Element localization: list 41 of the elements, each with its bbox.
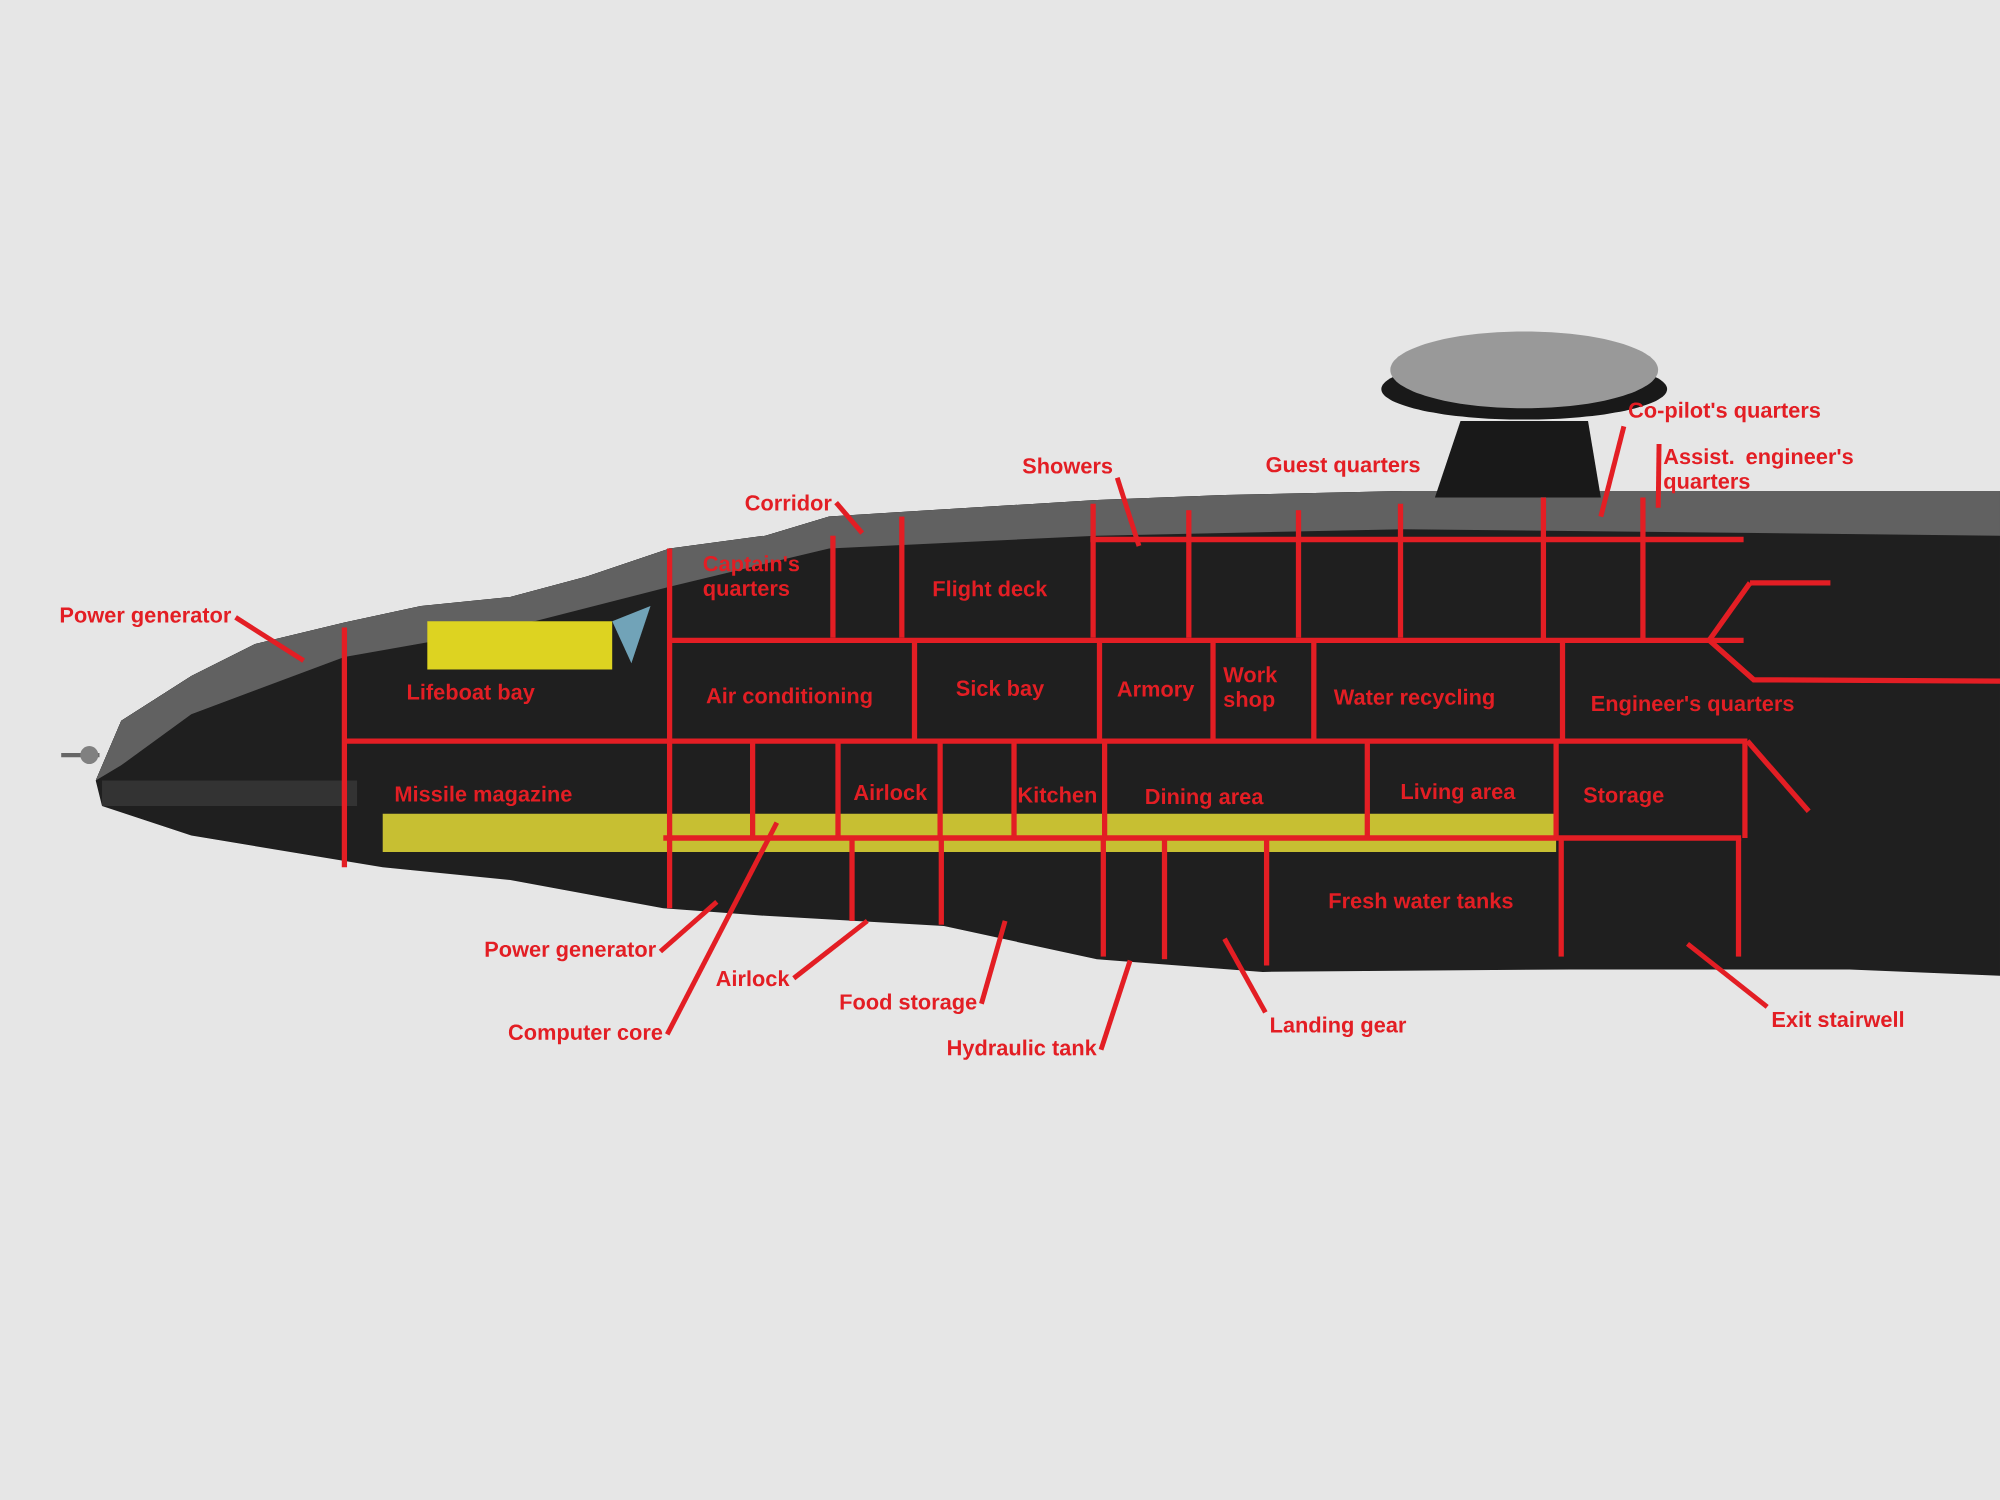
compartment-label: Missile magazine [395,785,572,807]
leader-line [979,920,1008,1005]
compartment-label: Lifeboat bay [407,683,535,705]
compartment-label: Water recycling [1333,688,1494,710]
compartment-label: Work shop [1223,666,1278,712]
callout-label: Co-pilot's quarters [1629,401,1820,423]
compartment-label: Armory [1117,681,1195,702]
compartment-label: Dining area [1146,788,1264,809]
compartment-label: Sick bay [956,679,1045,701]
leader-line [1685,941,1769,1009]
leader-line [1598,425,1627,518]
callout-label: Showers [1022,457,1113,474]
compartment-label: Kitchen [1018,786,1096,803]
callout-label: Assist. engineer's quarters [1663,448,1853,494]
callout-label: Power generator [60,607,232,628]
compartment-label: Air conditioning [706,687,872,708]
callout-label: Airlock [716,970,790,987]
leader-line [1222,937,1268,1014]
compartment-label: Storage [1583,787,1664,808]
leader-line [234,615,305,663]
callout-label: Hydraulic tank [948,1039,1097,1060]
callout-label: Corridor [745,494,832,511]
callout-label: Computer core [508,1024,663,1045]
compartment-label: Flight deck [933,580,1048,601]
leader-line [1114,477,1142,547]
compartment-label: Guest quarters [1266,456,1420,477]
callout-label: Food storage [840,993,977,1014]
leader-line [1655,443,1662,508]
callout-label: Landing gear [1271,1016,1407,1037]
compartment-label: Fresh water tanks [1329,892,1513,909]
compartment-label: Captain's quarters [703,555,800,601]
compartment-label: Living area [1401,783,1516,804]
leader-line [665,821,779,1036]
leader-line [1098,959,1133,1051]
compartment-label: Airlock [853,784,928,801]
leader-line [792,918,869,981]
compartment-label: Engineer's quarters [1592,695,1794,716]
callout-label: Power generator [485,941,656,962]
callout-label: Exit stairwell [1772,1011,1904,1028]
leader-line [834,501,865,535]
leader-line [658,899,719,954]
